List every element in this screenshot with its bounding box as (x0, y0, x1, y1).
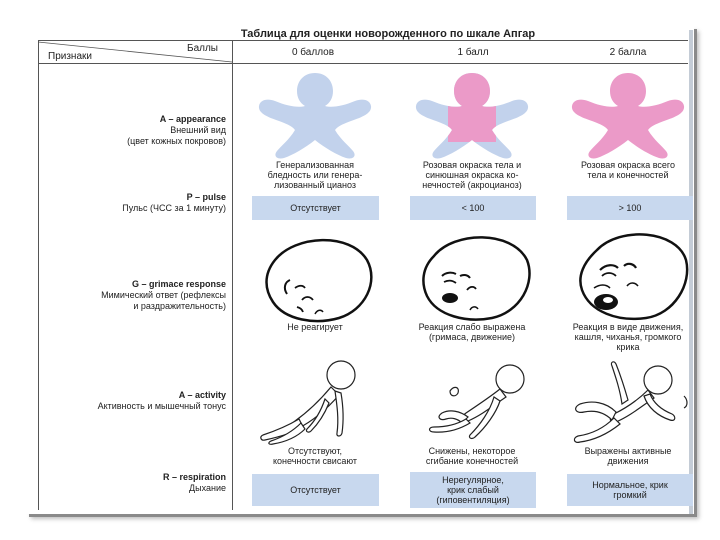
table-top-border (38, 40, 688, 41)
col-head-0: 0 баллов (291, 47, 335, 58)
col-head-1: 1 балл (457, 47, 489, 58)
criterion-title: A – appearance (159, 114, 226, 124)
criterion-title: P – pulse (186, 192, 226, 202)
criterion-desc: Внешний вид (цвет кожных покровов) (127, 125, 226, 146)
slide-frame-edge (689, 30, 693, 514)
grimace-1: Реакция слабо выражена (гримаса, движени… (418, 322, 526, 342)
baby-semiflexed-icon (428, 364, 525, 440)
criterion-desc: Активность и мышечный тонус (97, 401, 226, 411)
activity-2: Выражены активные движения (584, 446, 672, 466)
appearance-1: Розовая окраска тела и синюшная окраска … (422, 160, 522, 190)
respiration-2: Нормальное, крик громкий (567, 474, 693, 506)
corner-diagonal (38, 41, 232, 63)
pulse-1: < 100 (410, 196, 536, 220)
criterion-desc: Мимический ответ (рефлексы и раздражител… (101, 290, 226, 311)
header-corner-cell: Баллы Признаки (38, 40, 232, 64)
criterion-title: G – grimace response (131, 279, 226, 289)
pulse-2: > 100 (567, 196, 693, 220)
grimace-2: Реакция в виде движения, кашля, чиханья,… (572, 322, 684, 352)
appearance-2: Розовая окраска всего тела и конечностей (581, 160, 675, 180)
table-left-border (38, 40, 39, 510)
criterion-title: A – activity (178, 390, 226, 400)
activity-1: Снижены, некоторое сгибание конечностей (425, 446, 519, 466)
scores-label: Баллы (187, 43, 218, 54)
baby-silhouette-pale-icon (258, 73, 372, 159)
baby-silhouette-pink-icon (571, 73, 685, 159)
criterion-desc: Пульс (ЧСС за 1 минуту) (122, 203, 226, 213)
activity-0: Отсутствуют, конечности свисают (272, 446, 358, 466)
baby-active-icon (573, 361, 688, 443)
criteria-column-divider (232, 40, 233, 510)
baby-silhouette-acrocyanosis-icon (415, 73, 529, 159)
appearance-0: Генерализованная бледность или генера- л… (267, 160, 363, 190)
grimace-0: Не реагирует (287, 322, 343, 332)
criterion-title: R – respiration (162, 472, 226, 482)
pulse-0: Отсутствует (252, 196, 379, 220)
respiration-1: Нерегулярное, крик слабый (гиповентиляци… (410, 472, 536, 508)
baby-face-no-response-icon (265, 238, 373, 323)
baby-limp-icon (260, 360, 356, 445)
col-head-2: 2 балла (609, 47, 647, 58)
criterion-desc: Дыхание (189, 483, 226, 493)
baby-face-crying-icon (579, 233, 689, 321)
header-bottom-border (38, 63, 688, 64)
table-title: Таблица для оценки новорожденного по шка… (240, 28, 536, 40)
baby-face-weak-grimace-icon (422, 236, 531, 321)
signs-label: Признаки (48, 51, 92, 62)
respiration-0: Отсутствует (252, 474, 379, 506)
